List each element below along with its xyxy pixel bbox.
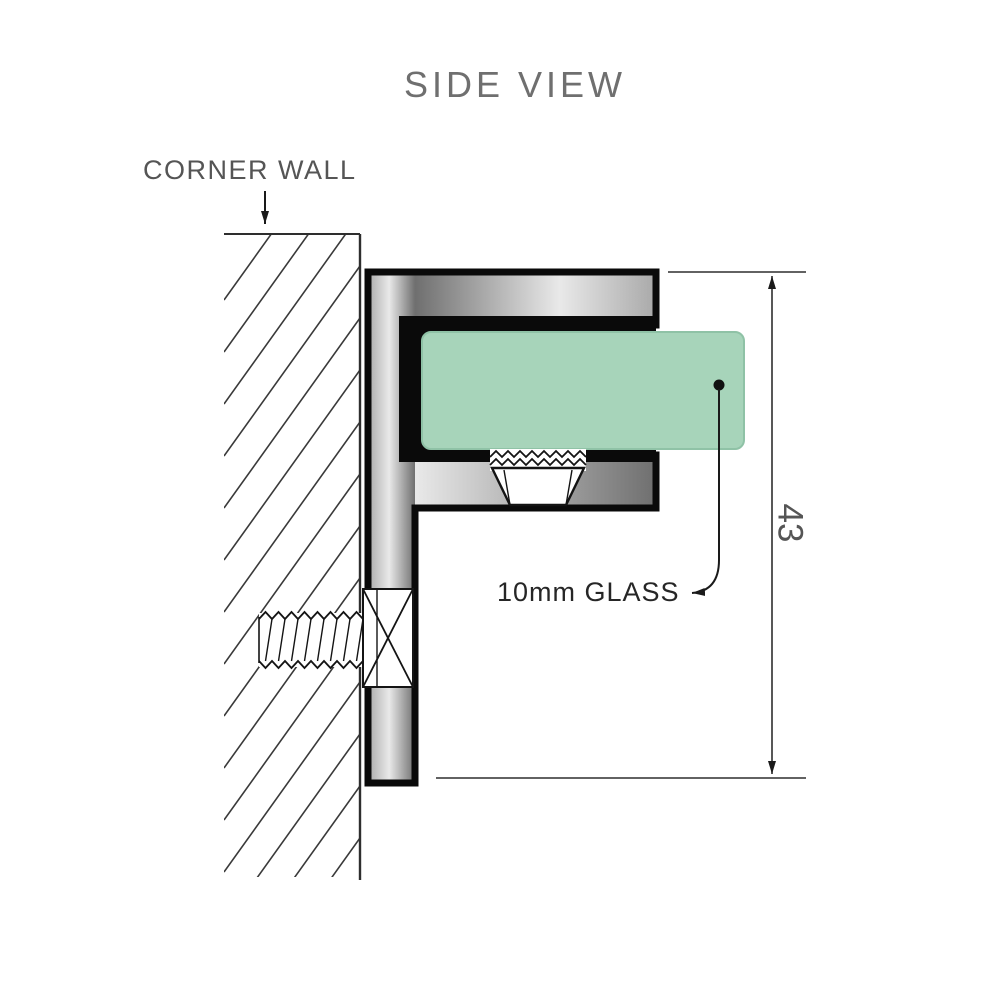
wall (224, 233, 362, 880)
grub-screw (489, 449, 587, 507)
wall-hatching (224, 234, 360, 877)
diagram-title: SIDE VIEW (404, 64, 626, 105)
grub-screw-thread-top (489, 449, 587, 459)
wall-screw (258, 588, 414, 688)
glass-leader-line (691, 389, 720, 597)
wall-screw-thread-lines (264, 618, 364, 662)
glass-callout: 10mm GLASS (497, 379, 725, 607)
wall-screw-thread-bottom (258, 659, 364, 670)
dimension-43: 43 (436, 271, 810, 779)
glass-leader-dot (713, 379, 725, 391)
grub-screw-thread-bottom (489, 457, 587, 467)
glass-label: 10mm GLASS (497, 577, 680, 607)
glass-panel (421, 331, 745, 450)
corner-wall-callout: CORNER WALL (143, 155, 357, 224)
wall-screw-head (362, 588, 414, 688)
corner-wall-label: CORNER WALL (143, 155, 357, 185)
dimension-value: 43 (771, 504, 810, 543)
